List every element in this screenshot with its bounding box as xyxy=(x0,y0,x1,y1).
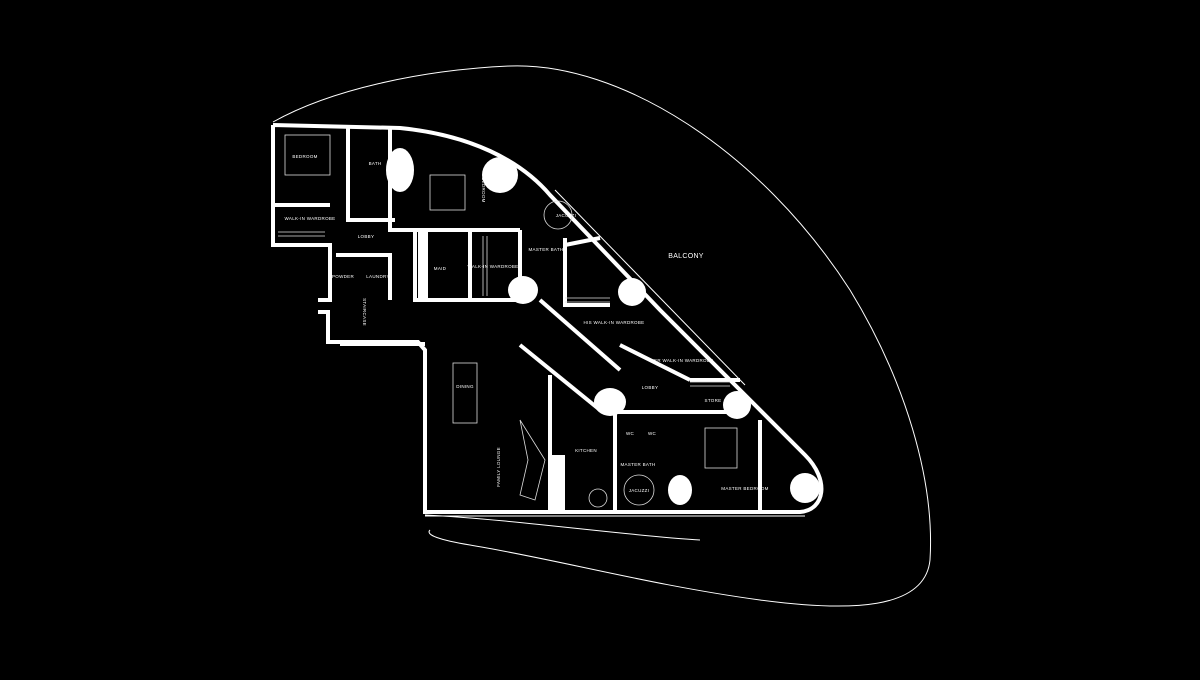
room-label-lobby-2: LOBBY xyxy=(642,385,659,390)
room-label-store: STORE xyxy=(705,398,722,403)
room-label-lobby-1: LOBBY xyxy=(358,234,375,239)
room-label-balcony: BALCONY xyxy=(668,253,704,260)
room-label-wc-2: WC xyxy=(648,431,657,436)
room-label-jacuzzi-2: JACUZZI xyxy=(629,488,650,493)
room-label-master-bath-1: MASTER BATH xyxy=(529,247,564,252)
room-label-walk-in-wardrobe-2: WALK-IN WARDROBE xyxy=(468,264,519,269)
room-label-bath: BATH xyxy=(369,161,382,166)
columns xyxy=(340,148,820,510)
room-label-master-bedroom: MASTER BEDROOM xyxy=(721,486,768,491)
room-label-family-lounge: FAMILY LOUNGE xyxy=(496,447,501,487)
room-label-laundry: LAUNDRY xyxy=(366,274,390,279)
room-label-bedroom-2: BEDROOM xyxy=(481,177,486,202)
balcony-outline xyxy=(272,65,932,607)
room-label-powder: POWDER xyxy=(332,274,355,279)
room-label-staircase: STAIRCASE xyxy=(362,298,367,326)
room-label-jacuzzi-1: JACUZZI xyxy=(556,213,577,218)
room-label-kitchen: KITCHEN xyxy=(575,448,597,453)
room-label-her-walk-in-wardrobe: HER WALK-IN WARDROBE xyxy=(651,358,714,363)
room-label-bedroom-1: BEDROOM xyxy=(292,154,317,159)
room-label-walk-in-wardrobe-1: WALK-IN WARDROBE xyxy=(285,216,336,221)
furniture xyxy=(278,134,738,508)
room-label-his-walk-in-wardrobe: HIS WALK-IN WARDROBE xyxy=(584,320,645,325)
room-label-dining: DINING xyxy=(456,384,474,389)
room-label-master-bath-2: MASTER BATH xyxy=(621,462,656,467)
room-label-wc-1: WC xyxy=(626,431,635,436)
room-label-maid: MAID xyxy=(434,266,447,271)
